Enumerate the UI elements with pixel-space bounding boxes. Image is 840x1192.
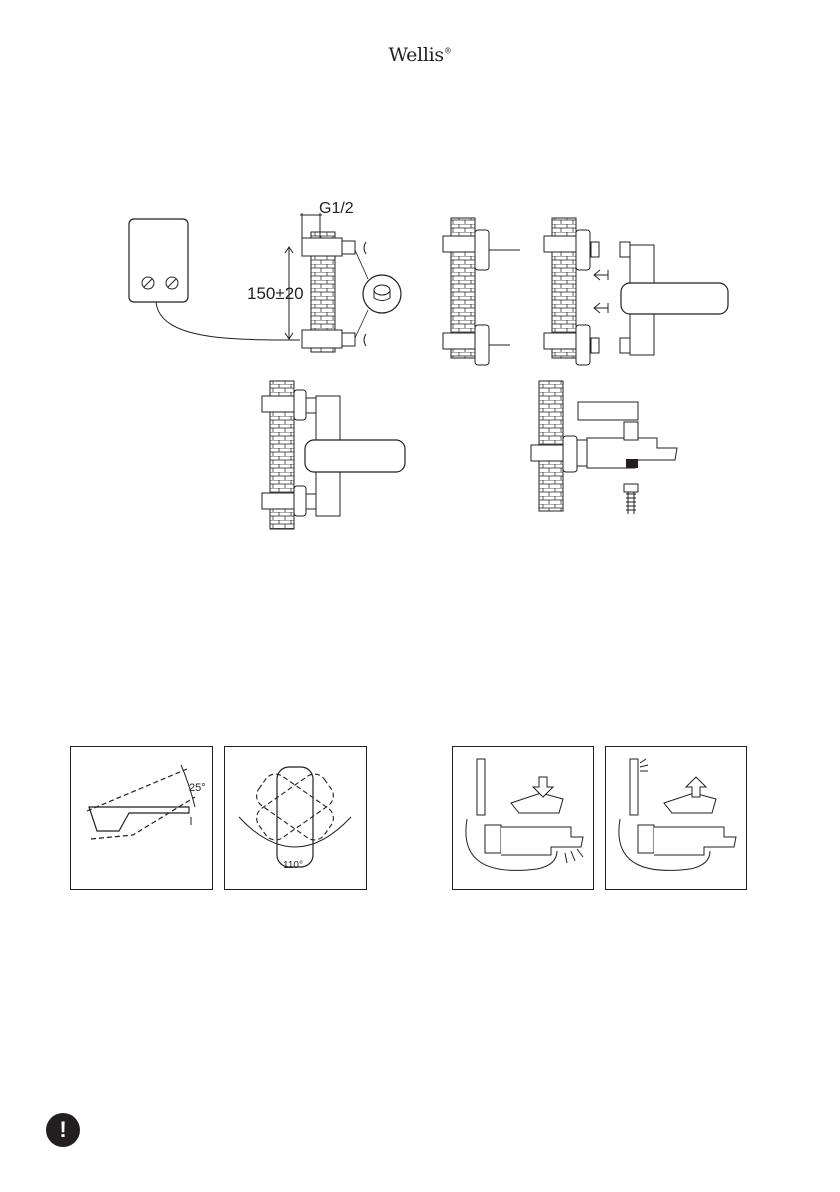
water-flow-icon [565, 849, 583, 863]
warning-symbol: ! [59, 1117, 66, 1142]
mixer-lever [621, 283, 728, 314]
step4-figure [262, 381, 405, 529]
heater-pipe [156, 302, 300, 340]
rotate-arrow-icon [364, 242, 366, 254]
bath-mixer-lever [578, 402, 638, 420]
shower-spray-icon [640, 759, 648, 771]
step3-figure [544, 218, 728, 365]
tilt-angle-label: 25° [189, 782, 206, 794]
step2-figure [443, 218, 520, 365]
water-heater [129, 219, 188, 302]
lever-closed-outline [89, 807, 189, 831]
warning-exclamation-icon: ! [46, 1113, 80, 1147]
bath-mixer [501, 827, 583, 855]
lower-eccentric-connector [342, 333, 355, 346]
seal-tape-detail [363, 275, 401, 313]
push-arrow-icon [594, 270, 608, 280]
panel-lever-rotation: 110° [224, 746, 367, 890]
lever-top-view [277, 767, 313, 867]
spacing-label: 150±20 [247, 284, 304, 303]
installation-diagram: G1/2 150±20 [0, 0, 840, 560]
cover-rosette [475, 325, 489, 365]
rotation-angle-label: 110° [283, 860, 303, 871]
thread-label: G1/2 [319, 200, 354, 217]
step1-figure: G1/2 150±20 [129, 200, 401, 352]
press-down-arrow-icon [533, 777, 553, 797]
diverter-knob [624, 422, 638, 440]
panel-diverter-up [605, 746, 747, 890]
upper-eccentric-connector [342, 241, 355, 254]
shower-rail [477, 759, 485, 815]
pull-up-arrow-icon [686, 777, 706, 797]
step5-figure [531, 381, 677, 514]
push-arrow-icon [594, 303, 608, 313]
panel-diverter-down [452, 746, 594, 890]
hose-outlet [626, 459, 638, 468]
rotate-arrow-icon [364, 334, 366, 346]
panel-lever-tilt: 25° [70, 746, 213, 890]
cover-rosette [475, 230, 489, 270]
